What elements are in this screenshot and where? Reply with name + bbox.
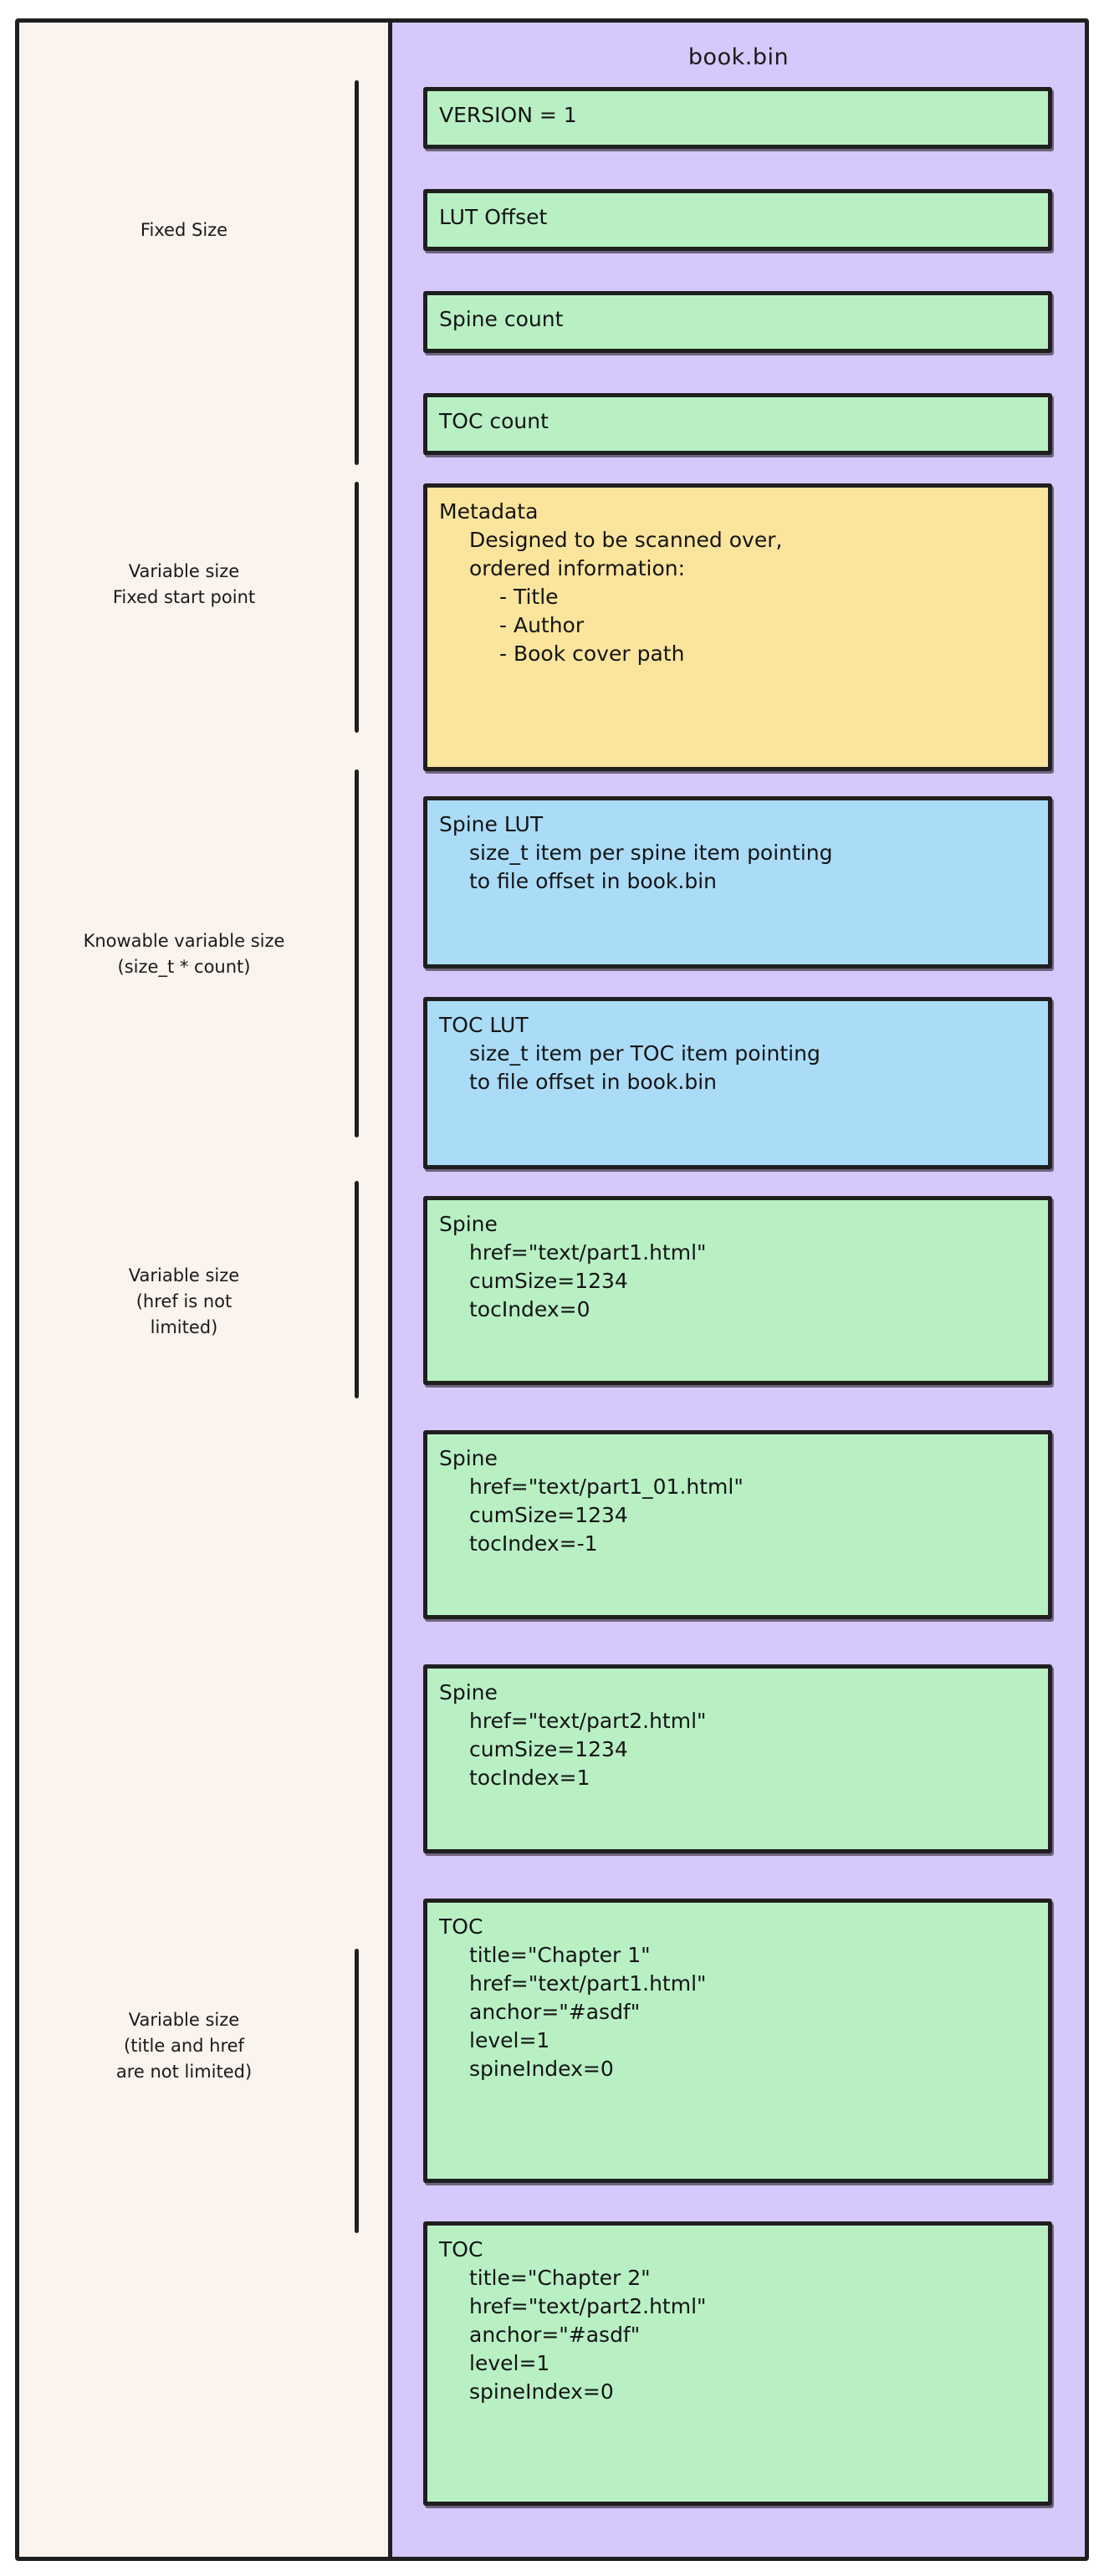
segment-line: to file offset in book.bin [469, 1070, 718, 1094]
segment-line: - Book cover path [499, 641, 685, 666]
segment-line: ordered information: [469, 556, 686, 580]
segment-spine-lut: Spine LUT size_t item per spine item poi… [423, 796, 1052, 969]
bracket-fixed-size [355, 80, 359, 465]
side-label-line: (title and href [124, 2036, 244, 2056]
segment-line: anchor="#asdf" [469, 2323, 641, 2347]
segment-line: spineIndex=0 [469, 2057, 614, 2081]
segment-line: level=1 [469, 2351, 550, 2375]
segment-line: - Title [499, 585, 559, 609]
side-label-variable-size-fixed-start: Variable size Fixed start point [8, 559, 360, 611]
bracket-variable-fixed-start [355, 482, 359, 733]
segment-line: anchor="#asdf" [469, 2000, 641, 2024]
segment-line: Spine LUT [439, 812, 544, 836]
bracket-variable-size-title-href [355, 1949, 359, 2233]
side-label-line: Variable size [128, 561, 240, 581]
side-label-line: (size_t * count) [117, 957, 251, 977]
segment-line: Spine [439, 1446, 498, 1470]
segment-spine-1: Spine href="text/part1.html" cumSize=123… [423, 1196, 1052, 1385]
side-label-line: limited) [150, 1317, 218, 1337]
segment-toc-lut: TOC LUT size_t item per TOC item pointin… [423, 997, 1052, 1169]
segment-line: title="Chapter 1" [469, 1943, 651, 1967]
segment-line: Designed to be scanned over, [469, 528, 783, 552]
segment-line: TOC count [439, 409, 549, 433]
segment-line: href="text/part2.html" [469, 2294, 707, 2318]
side-label-line: Knowable variable size [83, 931, 285, 951]
segment-line: href="text/part2.html" [469, 1709, 707, 1733]
segment-line: Metadata [439, 499, 539, 524]
segment-line: - Author [499, 613, 585, 637]
segment-lut-offset: LUT Offset [423, 189, 1052, 251]
side-label-line: Variable size [128, 1265, 240, 1285]
segment-stack: VERSION = 1 LUT Offset Spine count TOC c… [388, 18, 1089, 2561]
segment-line: title="Chapter 2" [469, 2266, 651, 2290]
segment-line: Spine [439, 1212, 498, 1236]
segment-line: spineIndex=0 [469, 2379, 614, 2404]
segment-line: to file offset in book.bin [469, 869, 718, 893]
segment-line: cumSize=1234 [469, 1503, 628, 1527]
bracket-variable-size-href [355, 1181, 359, 1398]
segment-line: Spine count [439, 307, 564, 331]
segment-line: href="text/part1.html" [469, 1971, 707, 1996]
segment-line: TOC [439, 1914, 483, 1939]
side-label-line: are not limited) [115, 2062, 253, 2082]
segment-line: tocIndex=1 [469, 1766, 590, 1790]
segment-line: TOC LUT [439, 1013, 529, 1037]
segment-line: TOC [439, 2237, 483, 2262]
side-label-line: Fixed Size [140, 220, 228, 240]
segment-spine-3: Spine href="text/part2.html" cumSize=123… [423, 1664, 1052, 1853]
segment-spine-2: Spine href="text/part1_01.html" cumSize=… [423, 1430, 1052, 1619]
segment-line: cumSize=1234 [469, 1269, 628, 1293]
segment-line: tocIndex=-1 [469, 1531, 598, 1556]
segment-spine-count: Spine count [423, 291, 1052, 353]
side-label-line: Variable size [128, 2010, 240, 2030]
segment-line: level=1 [469, 2028, 550, 2052]
side-label-line: (href is not [135, 1291, 233, 1311]
segment-toc-2: TOC title="Chapter 2" href="text/part2.h… [423, 2221, 1052, 2506]
segment-line: VERSION = 1 [439, 103, 577, 127]
segment-line: cumSize=1234 [469, 1737, 628, 1761]
segment-line: href="text/part1_01.html" [469, 1475, 744, 1499]
segment-line: size_t item per spine item pointing [469, 841, 833, 865]
segment-toc-1: TOC title="Chapter 1" href="text/part1.h… [423, 1899, 1052, 2183]
side-label-knowable-variable-size: Knowable variable size (size_t * count) [8, 928, 360, 980]
side-label-variable-size-title-href: Variable size (title and href are not li… [8, 2007, 360, 2085]
segment-metadata: Metadata Designed to be scanned over, or… [423, 483, 1052, 771]
segment-line: href="text/part1.html" [469, 1240, 707, 1265]
side-label-fixed-size: Fixed Size [8, 217, 360, 243]
side-label-variable-size-href: Variable size (href is not limited) [8, 1263, 360, 1341]
file-title: book.bin [687, 44, 790, 70]
segment-line: LUT Offset [439, 205, 548, 229]
segment-toc-count: TOC count [423, 393, 1052, 455]
segment-line: Spine [439, 1680, 498, 1705]
bracket-knowable-variable-size [355, 769, 359, 1137]
side-label-line: Fixed start point [112, 587, 256, 607]
segment-version: VERSION = 1 [423, 87, 1052, 149]
segment-line: tocIndex=0 [469, 1297, 590, 1321]
segment-line: size_t item per TOC item pointing [469, 1041, 820, 1066]
